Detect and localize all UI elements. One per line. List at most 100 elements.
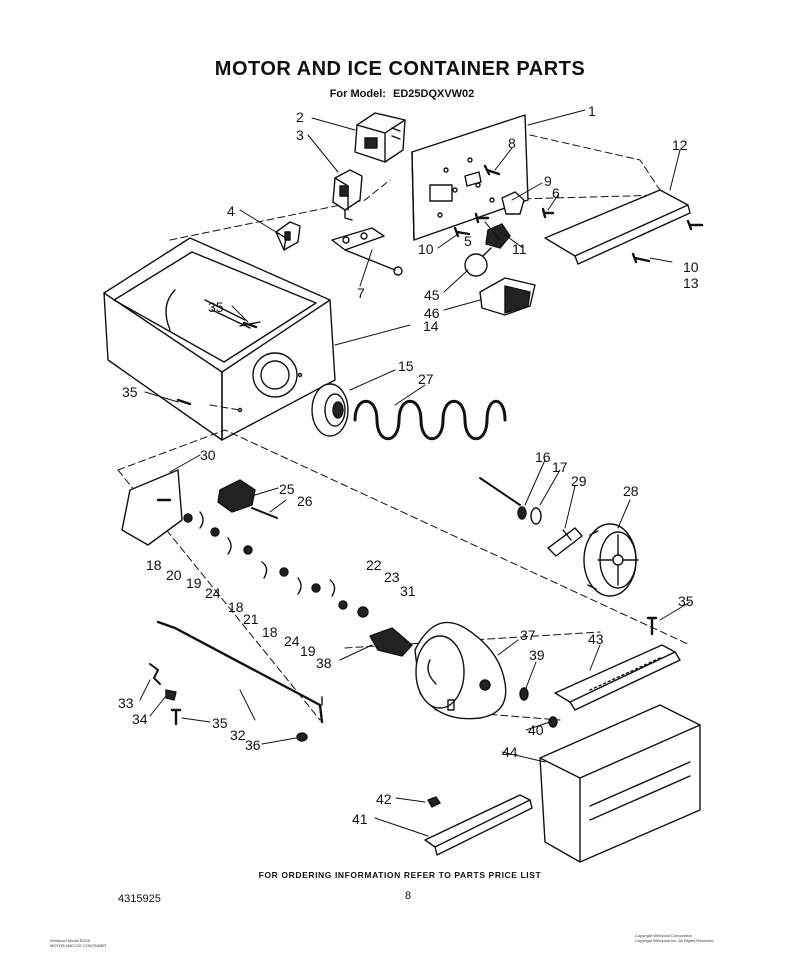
fine-print-right-line-2: Copyright Whirlpool Inc. All Rights Rese…: [635, 938, 714, 943]
part-25-gear: [217, 479, 256, 513]
part-29-blade: [547, 527, 583, 557]
callout-22: 22: [366, 557, 382, 573]
part-43-bracket: [554, 644, 681, 711]
callout-2: 2: [296, 109, 304, 125]
callout-25: 25: [279, 481, 295, 497]
part-46-shield: [479, 277, 536, 316]
model-number: ED25DQXVW02: [392, 88, 475, 100]
callout-38: 38: [316, 655, 332, 671]
callout-labels: 1 2 3 4 5 6 7 8 9 10 10 11 12 13 14 15 1…: [118, 103, 699, 827]
callout-24b: 24: [284, 633, 300, 649]
part-14-housing: [103, 237, 336, 441]
leader-lines: [139, 109, 691, 837]
screws-35: [170, 321, 658, 726]
document-number: 4315925: [118, 893, 161, 905]
callout-9: 9: [544, 173, 552, 189]
part-15-bearing: [311, 383, 349, 437]
assembly-lines: [117, 134, 691, 721]
part-3-solenoid: [332, 169, 363, 221]
part-26-pin: [251, 507, 278, 519]
callout-46: 46: [424, 305, 440, 321]
callout-35a: 35: [208, 299, 224, 315]
callout-35c: 35: [678, 593, 694, 609]
callout-28: 28: [623, 483, 639, 499]
part-9-bracket: [501, 191, 525, 215]
part-12-cover: [544, 189, 691, 265]
callout-40: 40: [528, 722, 544, 738]
part-37-motor: [414, 621, 507, 720]
fine-print-left: Whirlpool Model ED25 MOTOR AND ICE CONTA…: [50, 938, 106, 948]
callout-30: 30: [200, 447, 216, 463]
callout-39: 39: [529, 647, 545, 663]
callout-14: 14: [423, 318, 439, 334]
callout-44: 44: [502, 744, 518, 760]
part-7-link: [331, 227, 403, 276]
screws-top: [453, 164, 704, 264]
callout-3: 3: [296, 127, 304, 143]
callout-21: 21: [243, 611, 259, 627]
callout-7: 7: [357, 285, 365, 301]
fine-print-right: Copyright Whirlpool Corporation Copyrigh…: [635, 933, 713, 943]
callout-8: 8: [508, 135, 516, 151]
callout-43: 43: [588, 631, 604, 647]
callout-23: 23: [384, 569, 400, 585]
part-2-switch: [354, 112, 406, 163]
model-prefix: For Model:: [329, 88, 386, 100]
parts-16-17: [517, 506, 542, 525]
parts-39-40: [519, 687, 558, 728]
callout-42: 42: [376, 791, 392, 807]
callout-41: 41: [352, 811, 368, 827]
callout-13: 13: [683, 275, 699, 291]
callout-18b: 18: [228, 599, 244, 615]
part-32-rod: [156, 620, 324, 724]
callout-19b: 19: [300, 643, 316, 659]
page-title: MOTOR AND ICE CONTAINER PARTS: [214, 58, 586, 80]
callout-35d: 35: [212, 715, 228, 731]
callout-11: 11: [512, 241, 527, 257]
callout-34: 34: [132, 711, 148, 727]
callout-16: 16: [535, 449, 551, 465]
fine-print-right-line-1: Copyright Whirlpool Corporation: [635, 933, 692, 938]
model-line: For Model: ED25DQXVW02: [0, 88, 800, 100]
callout-15: 15: [398, 358, 414, 374]
callout-5: 5: [464, 233, 472, 249]
callout-10a: 10: [418, 241, 434, 257]
parts-33-34-36: [149, 663, 308, 742]
page-number: 8: [405, 890, 412, 902]
callout-6: 6: [552, 185, 560, 201]
part-45-bulb: [464, 247, 492, 277]
callout-32: 32: [230, 727, 246, 743]
callout-1: 1: [588, 103, 596, 119]
callout-18a: 18: [146, 557, 162, 573]
callout-4: 4: [227, 203, 235, 219]
part-38-bracket: [369, 627, 413, 657]
part-4-bracket: [275, 221, 301, 251]
hardware-chain: [183, 511, 369, 618]
ordering-info: FOR ORDERING INFORMATION REFER TO PARTS …: [258, 870, 542, 880]
part-44-bucket: [539, 704, 701, 863]
callout-36: 36: [245, 737, 261, 753]
callout-45: 45: [424, 287, 440, 303]
callout-31: 31: [400, 583, 416, 599]
callout-29: 29: [571, 473, 587, 489]
part-30-end-plate: [121, 469, 183, 546]
callout-33: 33: [118, 695, 134, 711]
callout-17: 17: [552, 459, 568, 475]
fine-print-left-line-2: MOTOR AND ICE CONTAINER: [50, 943, 107, 948]
part-28-crusher: [583, 523, 639, 597]
callout-35b: 35: [122, 384, 138, 400]
callout-26: 26: [297, 493, 313, 509]
callout-12: 12: [672, 137, 688, 153]
part-42-clip: [427, 796, 441, 808]
callout-27: 27: [418, 371, 434, 387]
callout-24a: 24: [205, 585, 221, 601]
callout-19a: 19: [186, 575, 202, 591]
part-27-auger-spring: [353, 399, 521, 506]
callout-10b: 10: [683, 259, 699, 275]
fine-print-left-line-1: Whirlpool Model ED25: [50, 938, 90, 943]
callout-18c: 18: [262, 624, 278, 640]
callout-37: 37: [520, 627, 536, 643]
part-41-rail: [424, 794, 533, 856]
part-1-mounting-plate: [411, 114, 529, 241]
